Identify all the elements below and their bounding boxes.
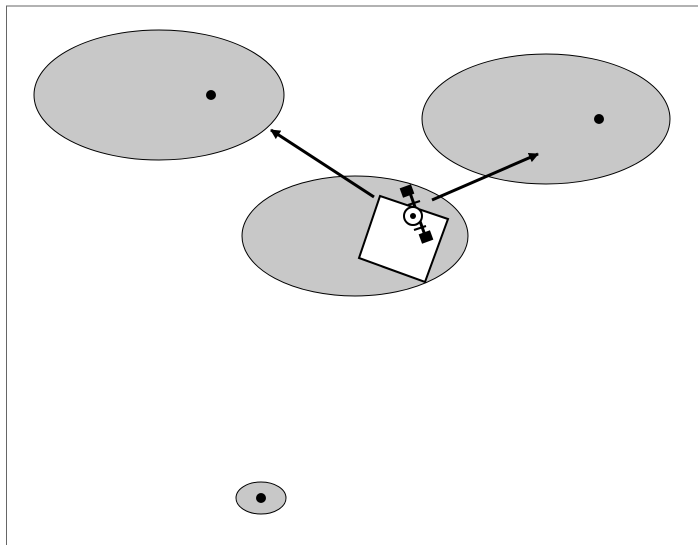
region-top-left bbox=[33, 29, 285, 161]
region-top-left-center-dot bbox=[206, 90, 216, 100]
arrow-to-top-right bbox=[431, 152, 539, 202]
region-small-bottom-center-dot bbox=[256, 493, 266, 503]
region-top-right-center-dot bbox=[594, 114, 604, 124]
rotating-sensor-icon bbox=[399, 184, 434, 244]
region-small-bottom bbox=[235, 481, 287, 515]
arrow-to-top-left bbox=[270, 128, 375, 199]
region-top-right bbox=[421, 53, 671, 185]
robot-body-icon bbox=[357, 194, 450, 284]
